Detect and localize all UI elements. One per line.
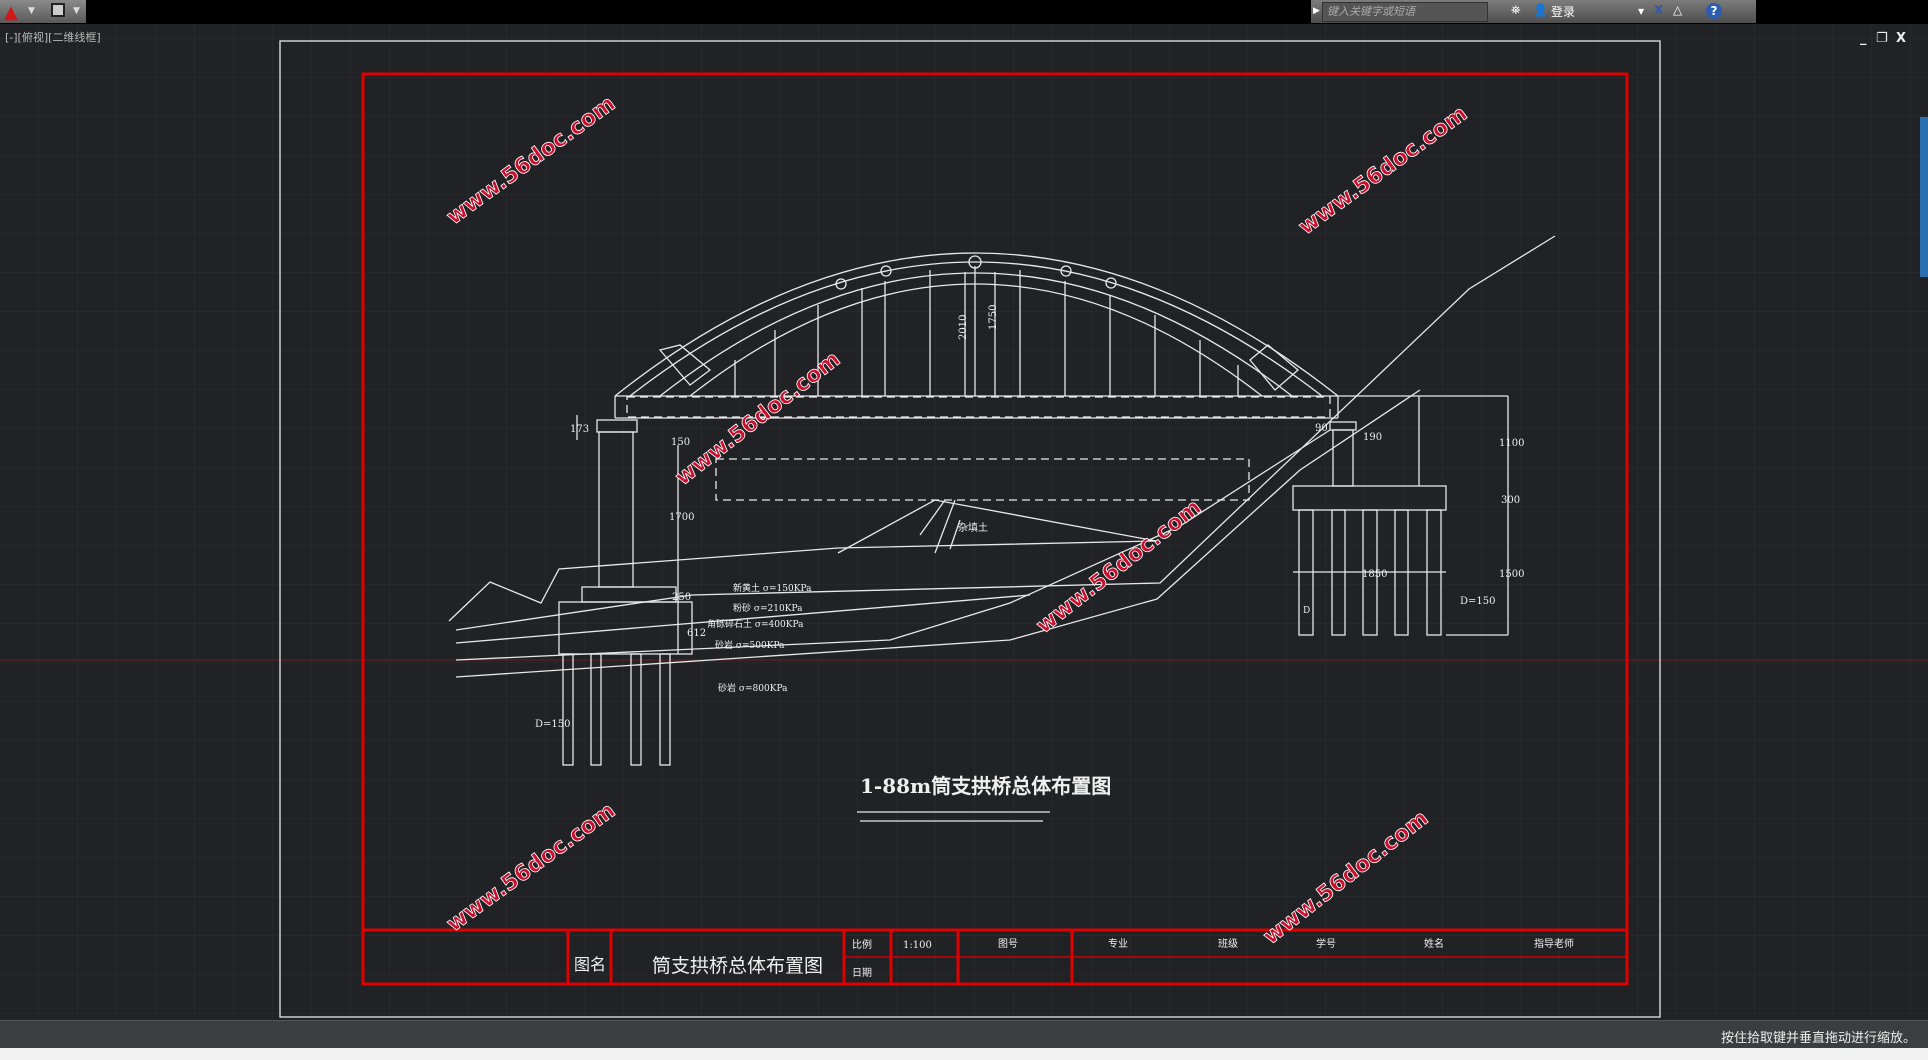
save-icon[interactable] xyxy=(51,3,65,17)
soil-label: 杂填土 xyxy=(958,521,988,534)
paper-border xyxy=(279,40,1661,1018)
title-block-label: 指导老师 xyxy=(1534,937,1574,950)
drawing-canvas[interactable]: 2010 1750 173 150 1700 250 xyxy=(0,0,1928,1020)
dim-text: 90 xyxy=(1315,423,1328,434)
title-block-label: 班级 xyxy=(1218,938,1238,950)
soil-label: 角砾碎石土 σ=400KPa xyxy=(707,618,804,630)
help-icon[interactable]: ? xyxy=(1706,3,1722,19)
title-block-label: 图号 xyxy=(998,938,1018,950)
title-block-name: 筒支拱桥总体布置图 xyxy=(652,955,823,977)
command-status-bar: 按住拾取键并垂直拖动进行缩放。 xyxy=(0,1020,1928,1049)
autocad-logo-icon[interactable]: ▲ xyxy=(4,2,18,23)
dim-text: 1100 xyxy=(1499,438,1524,449)
dim-text: 2010 xyxy=(958,315,969,340)
chevron-down-icon[interactable]: ▼ xyxy=(1638,7,1645,16)
dim-text: 1750 xyxy=(988,305,999,330)
title-block-label: 图名 xyxy=(574,955,606,974)
scrollbar[interactable] xyxy=(1920,117,1928,277)
chevron-down-icon[interactable]: ▼ xyxy=(73,6,80,16)
search-input[interactable]: 键入关键字或短语 xyxy=(1322,2,1488,22)
dim-text: 150 xyxy=(671,437,690,448)
grid xyxy=(0,24,1928,1020)
minimize-button[interactable]: _ xyxy=(1860,31,1867,46)
dim-text: 1500 xyxy=(1499,569,1524,580)
dim-text: D=150 xyxy=(1460,596,1495,607)
dimensions: 173 150 1700 250 612 D=150 90 190 1100 3… xyxy=(535,423,1524,730)
title-block-label: 学号 xyxy=(1316,937,1336,950)
soil-layers xyxy=(448,235,1556,678)
expand-icon[interactable]: ▶ xyxy=(1313,6,1320,16)
title-block-label: 姓名 xyxy=(1424,937,1444,950)
user-icon[interactable]: 👤 xyxy=(1533,3,1548,17)
soil-label: 新黄土 σ=150KPa xyxy=(733,582,812,594)
bottom-strip xyxy=(0,1048,1928,1060)
viewport-label[interactable]: [-][俯视][二维线框] xyxy=(5,31,101,44)
dim-text: 612 xyxy=(687,628,706,639)
dim-text: D=150 xyxy=(535,719,570,730)
dim-text: 300 xyxy=(1501,495,1520,506)
dim-text: 1700 xyxy=(669,512,694,523)
title-block-label: 日期 xyxy=(852,967,872,979)
status-text: 按住拾取键并垂直拖动进行缩放。 xyxy=(1720,1031,1916,1046)
quick-access-toolbar: ▲ ▼ ▼ xyxy=(0,0,86,23)
soil-label: 粉砂 σ=210KPa xyxy=(733,602,803,614)
x-exchange-icon[interactable]: X xyxy=(1654,3,1664,17)
right-abutment xyxy=(1292,395,1509,636)
title-block-scale: 1:100 xyxy=(903,940,932,951)
title-block: 图名 筒支拱桥总体布置图 比例 1:100 日期 图号 专业 班级 学号 姓名 … xyxy=(363,928,1627,984)
arch: 2010 1750 xyxy=(614,252,1339,397)
restore-button[interactable]: ❐ xyxy=(1876,31,1888,46)
soil-label: 砂岩 σ=500KPa xyxy=(715,639,785,651)
title-block-label: 专业 xyxy=(1108,937,1128,950)
dim-text: 250 xyxy=(672,592,691,603)
binoculars-icon[interactable]: ⛯ xyxy=(1511,3,1521,17)
dim-text: 1850 xyxy=(1362,569,1387,580)
dim-text: 173 xyxy=(570,424,589,435)
soil-label: 砂岩 σ=800KPa xyxy=(718,682,788,694)
login-button[interactable]: 登录 xyxy=(1551,5,1576,19)
dim-text: 190 xyxy=(1363,432,1382,443)
a360-icon[interactable]: △ xyxy=(1673,3,1683,17)
info-center-bar: ▶ 键入关键字或短语 ⛯ 👤 登录 ▼ X △ ? xyxy=(1311,0,1756,23)
close-button[interactable]: X xyxy=(1896,31,1907,46)
title-block-label: 比例 xyxy=(852,938,872,951)
left-pier xyxy=(558,415,693,766)
pile-label: D xyxy=(1303,606,1310,616)
chevron-down-icon[interactable]: ▼ xyxy=(28,6,35,16)
drawing-title: 1-88m筒支拱桥总体布置图 xyxy=(860,774,1111,798)
drawing-frame xyxy=(361,72,1629,986)
deck xyxy=(614,395,1339,501)
